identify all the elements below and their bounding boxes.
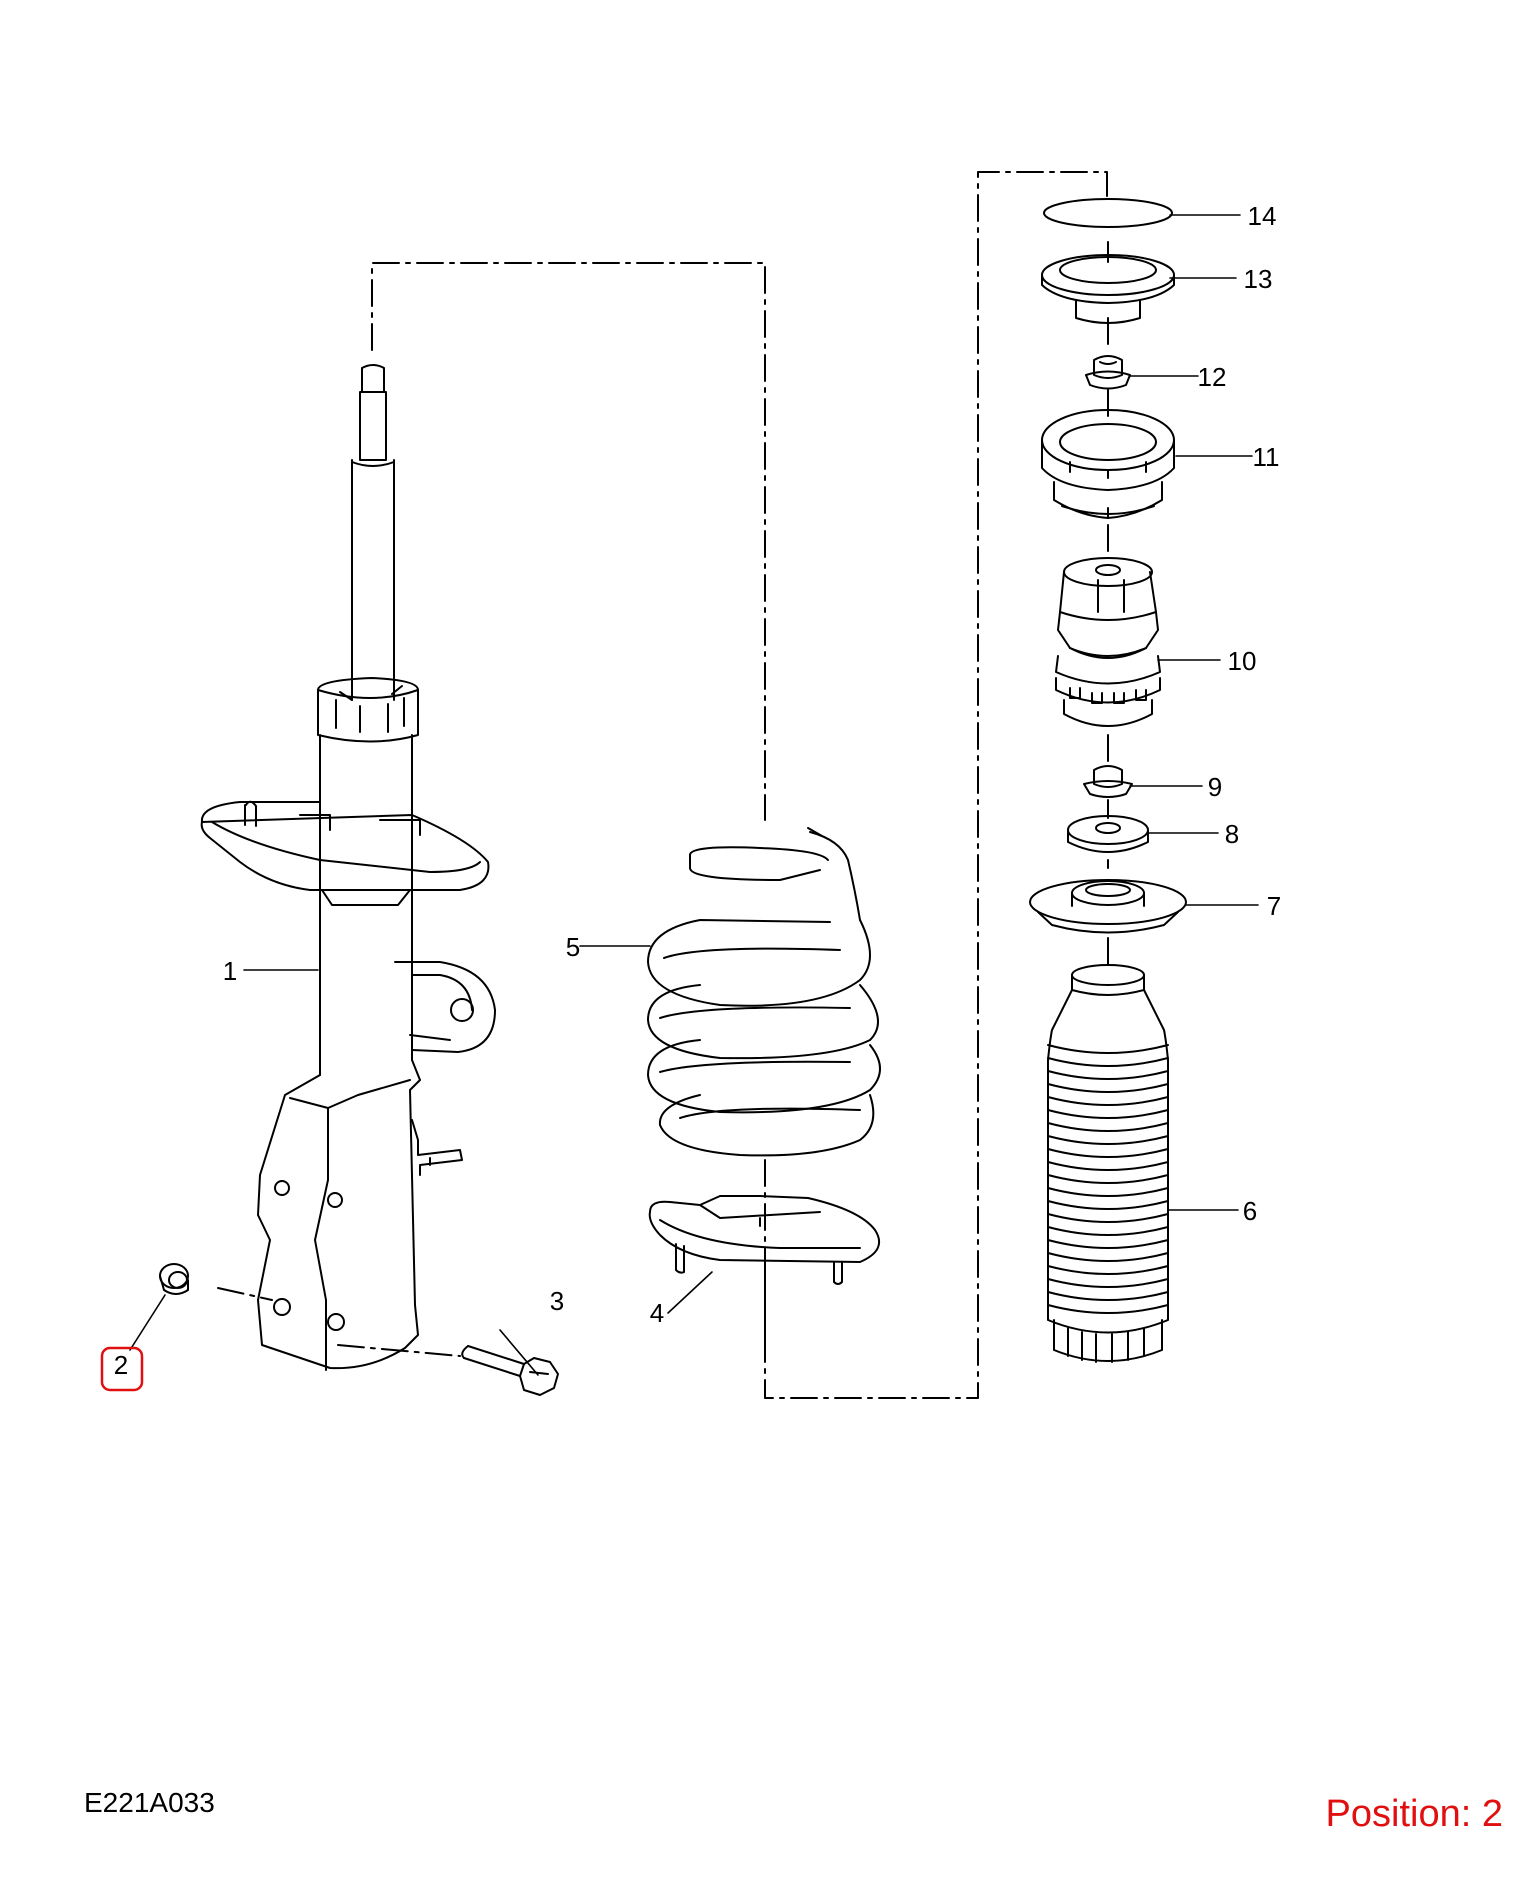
part-12-nut bbox=[1085, 355, 1131, 390]
part-14-gasket bbox=[1043, 198, 1173, 228]
callout-10: 10 bbox=[1228, 646, 1257, 676]
part-13-top-plate bbox=[1041, 254, 1175, 324]
assembly-lines bbox=[217, 171, 1109, 1399]
leader-lines bbox=[129, 214, 1259, 1376]
part-6-dust-boot bbox=[1047, 964, 1169, 1363]
callout-5: 5 bbox=[566, 932, 580, 962]
part-7-upper-spring-seat bbox=[1029, 879, 1187, 934]
part-1-strut bbox=[200, 364, 496, 1371]
part-10-bump-stop bbox=[1055, 557, 1161, 727]
callout-4: 4 bbox=[650, 1298, 664, 1328]
callout-14: 14 bbox=[1248, 201, 1277, 231]
part-9-nut bbox=[1083, 765, 1133, 798]
callout-11: 11 bbox=[1253, 442, 1280, 472]
part-11-strut-mount bbox=[1041, 409, 1175, 519]
part-2-nut bbox=[159, 1263, 189, 1295]
callout-3: 3 bbox=[550, 1286, 564, 1316]
part-3-bolt bbox=[461, 1345, 559, 1396]
part-8-bearing bbox=[1067, 815, 1149, 853]
callout-1: 1 bbox=[223, 956, 237, 986]
callout-2: 2 bbox=[114, 1350, 128, 1380]
position-label: Position: 2 bbox=[1326, 1793, 1503, 1835]
callout-12: 12 bbox=[1198, 362, 1227, 392]
part-5-coil-spring bbox=[647, 827, 881, 1157]
callout-7: 7 bbox=[1267, 891, 1281, 921]
callout-9: 9 bbox=[1208, 772, 1222, 802]
callout-13: 13 bbox=[1244, 264, 1273, 294]
highlight-box-callout-2 bbox=[100, 1346, 144, 1392]
part-4-lower-spring-seat bbox=[648, 1195, 880, 1285]
diagram-code: E221A033 bbox=[84, 1787, 215, 1818]
callout-6: 6 bbox=[1243, 1196, 1257, 1226]
callout-8: 8 bbox=[1225, 819, 1239, 849]
